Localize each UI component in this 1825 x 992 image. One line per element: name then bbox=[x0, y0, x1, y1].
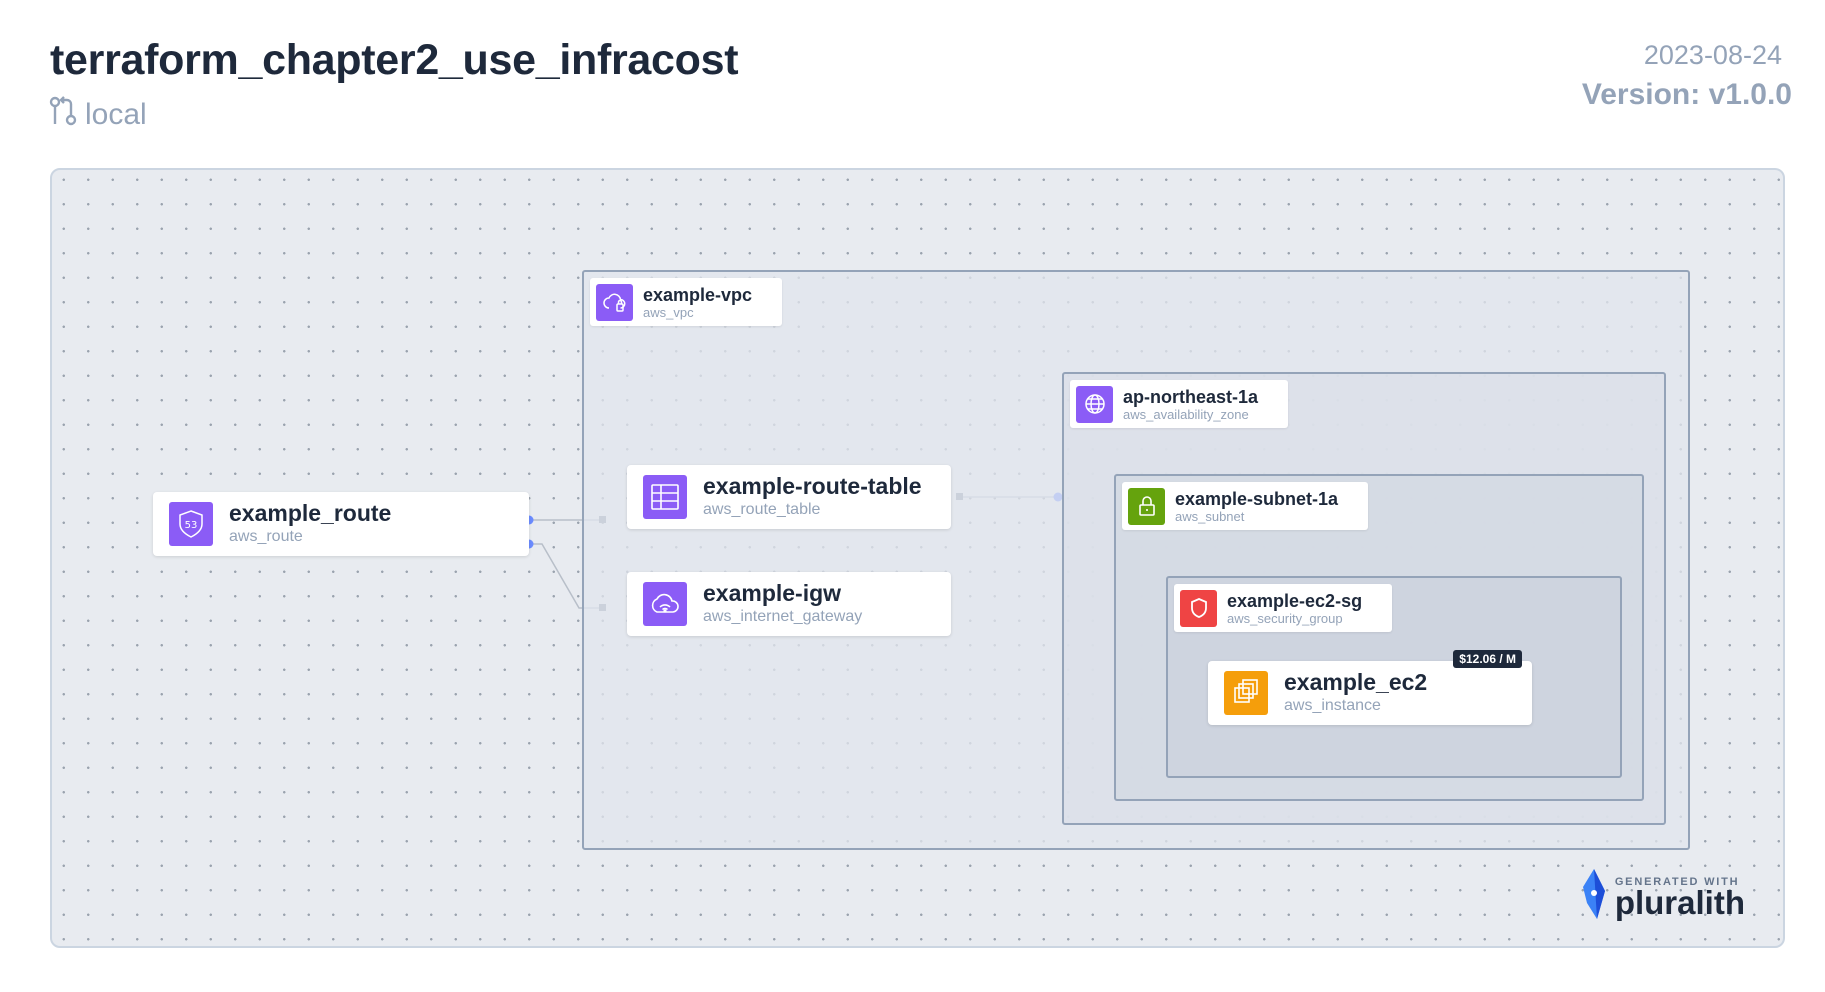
pluralith-logo-icon bbox=[1581, 869, 1607, 924]
route-name: example_route bbox=[229, 500, 392, 526]
diagram-date: 2023-08-24 bbox=[1643, 40, 1782, 70]
diagram-version: Version: v1.0.0 bbox=[1581, 78, 1792, 111]
ec2-name: example_ec2 bbox=[1284, 669, 1428, 695]
svg-text:53: 53 bbox=[185, 520, 198, 531]
security-group-name: example-ec2-sg bbox=[1227, 590, 1363, 611]
subnet-type: aws_subnet bbox=[1175, 508, 1245, 524]
route-table-node[interactable]: example-route-table aws_route_table bbox=[627, 465, 951, 529]
route-table-type: aws_route_table bbox=[703, 501, 821, 518]
internet-gateway-icon bbox=[643, 582, 687, 626]
ec2-type: aws_instance bbox=[1284, 697, 1381, 714]
vpc-group[interactable]: example-vpc aws_vpc example-route-table … bbox=[582, 270, 1690, 850]
vpc-label[interactable]: example-vpc aws_vpc bbox=[590, 278, 783, 326]
security-group[interactable]: example-ec2-sg aws_security_group exampl… bbox=[1166, 576, 1622, 778]
globe-icon bbox=[1076, 385, 1113, 423]
route53-icon: 53 bbox=[169, 502, 213, 546]
vpc-name: example-vpc bbox=[643, 284, 753, 305]
pluralith-wordmark: pluralith bbox=[1614, 883, 1745, 921]
branch-name: local bbox=[85, 98, 147, 131]
route-table-name: example-route-table bbox=[703, 473, 922, 499]
ec2-node[interactable]: example_ec2 aws_instance $12.06 / M bbox=[1208, 650, 1532, 725]
az-type: aws_availability_zone bbox=[1123, 406, 1249, 422]
subnet-name: example-subnet-1a bbox=[1175, 488, 1339, 509]
route-node[interactable]: 53 example_route aws_route bbox=[153, 492, 529, 556]
diagram-canvas[interactable]: example-vpc aws_vpc example-route-table … bbox=[50, 168, 1785, 948]
shield-icon bbox=[1180, 589, 1217, 627]
security-group-type: aws_security_group bbox=[1227, 610, 1343, 626]
git-branch-icon bbox=[49, 96, 77, 134]
az-name: ap-northeast-1a bbox=[1123, 386, 1259, 407]
vpc-icon bbox=[596, 283, 633, 321]
cost-badge: $12.06 / M bbox=[1453, 650, 1522, 668]
igw-node[interactable]: example-igw aws_internet_gateway bbox=[627, 572, 951, 636]
az-label[interactable]: ap-northeast-1a aws_availability_zone bbox=[1070, 380, 1289, 428]
ec2-instance-icon bbox=[1224, 671, 1268, 715]
page-title: terraform_chapter2_use_infracost bbox=[50, 36, 739, 84]
subnet-label[interactable]: example-subnet-1a aws_subnet bbox=[1122, 482, 1369, 530]
igw-type: aws_internet_gateway bbox=[703, 608, 863, 625]
subnet-group[interactable]: example-subnet-1a aws_subnet example-ec2… bbox=[1114, 474, 1644, 801]
route-type: aws_route bbox=[229, 528, 303, 545]
vpc-type: aws_vpc bbox=[643, 304, 694, 320]
route-table-icon bbox=[643, 475, 687, 519]
branch-label: local bbox=[49, 96, 147, 134]
security-group-label[interactable]: example-ec2-sg aws_security_group bbox=[1174, 584, 1393, 632]
pluralith-branding[interactable]: GENERATED WITH pluralith bbox=[1581, 869, 1745, 924]
lock-icon bbox=[1128, 487, 1165, 525]
igw-name: example-igw bbox=[703, 580, 842, 606]
availability-zone-group[interactable]: ap-northeast-1a aws_availability_zone ex… bbox=[1062, 372, 1666, 825]
generated-with-label: GENERATED WITH bbox=[1614, 875, 1740, 888]
